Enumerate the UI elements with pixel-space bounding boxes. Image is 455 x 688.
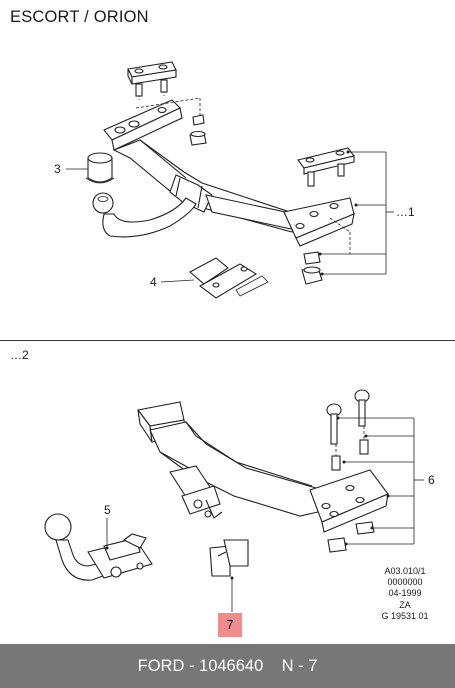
upper-nuts: [189, 114, 207, 146]
bracket-plates: [189, 257, 269, 299]
left-mount-bracket: [127, 61, 177, 100]
lower-bolts: [326, 389, 375, 553]
callout-6: 6: [428, 473, 435, 487]
upper-crossbar: [103, 97, 355, 254]
right-mount-bracket: [297, 147, 355, 187]
footer-bar: FORD - 1046640 N - 7: [0, 644, 455, 688]
reference-line-2: 0000000: [387, 577, 423, 588]
reference-line-5: G 19531 01: [381, 610, 429, 621]
right-nuts: [301, 251, 323, 285]
tow-ball-neck: [92, 192, 197, 238]
leader-6: [336, 416, 424, 546]
highlighted-callout-7[interactable]: 7: [218, 613, 242, 637]
ball-cover: [85, 152, 115, 184]
footer-part-number: FORD - 1046640: [137, 657, 264, 675]
leader-4: [160, 279, 195, 283]
callout-1: …1: [396, 205, 415, 219]
detachable-ball-neck: [44, 513, 153, 581]
section-divider: [0, 340, 455, 341]
callout-3: 3: [54, 162, 61, 176]
electrical-socket: [209, 539, 249, 577]
lower-right-bracket: [309, 469, 389, 533]
coupling-socket: [169, 465, 223, 519]
callout-5: 5: [104, 503, 111, 517]
callout-4: 4: [150, 275, 157, 289]
reference-line-1: A03.010/1: [384, 566, 426, 576]
reference-block: A03.010/1 0000000 04-1999 ZA G 19531 01: [372, 566, 438, 622]
leader-1: [318, 150, 394, 276]
footer-position: N - 7: [281, 657, 318, 675]
reference-line-3: 04-1999: [388, 588, 422, 599]
lower-crossbar: [149, 421, 319, 517]
reference-line-4: ZA: [399, 599, 411, 610]
section-2-label: …2: [10, 348, 29, 362]
diagram-title: ESCORT / ORION: [10, 8, 149, 26]
